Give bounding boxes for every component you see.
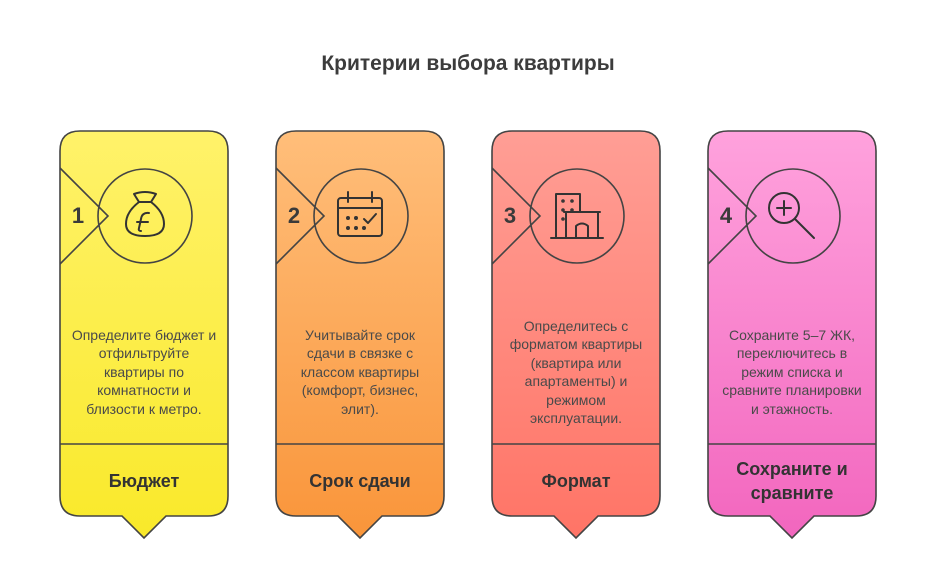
card-3 — [491, 130, 661, 540]
card-3-label: Формат — [541, 471, 611, 491]
magnifier-icon — [768, 192, 815, 239]
icon-circle-4 — [745, 168, 841, 264]
card-1 — [59, 130, 229, 540]
icon-circle-3 — [529, 168, 625, 264]
icon-circle-1 — [97, 168, 193, 264]
card-1-label: Бюджет — [108, 471, 180, 491]
diagram-title: Критерии выбора квартиры — [321, 52, 615, 75]
icon-circle-2 — [313, 168, 409, 264]
card-2-number: 2 — [287, 203, 301, 228]
card-2 — [275, 130, 445, 540]
card-2-body — [275, 130, 445, 540]
card-4 — [707, 130, 877, 540]
card-2-label: Срок сдачи — [309, 471, 411, 491]
card-4-description: Сохраните 5–7 ЖК, переключитесь в режим … — [722, 326, 862, 417]
card-2-description: Учитывайте срок сдачи в связке с классом… — [300, 326, 420, 417]
card-3-number: 3 — [503, 203, 517, 228]
money-bag-icon — [125, 191, 165, 237]
card-4-body — [707, 130, 877, 540]
card-3-body — [491, 130, 661, 540]
card-4-label: Сохраните и сравните — [736, 459, 848, 503]
building-icon — [550, 193, 604, 239]
card-3-description: Определитесь с форматом квартиры (кварти… — [509, 317, 643, 427]
card-1-number: 1 — [71, 203, 85, 228]
card-1-body — [59, 130, 229, 540]
calendar-icon — [337, 191, 383, 237]
card-1-description: Определите бюджет и отфильтруйте квартир… — [71, 326, 217, 417]
card-4-number: 4 — [719, 203, 733, 228]
